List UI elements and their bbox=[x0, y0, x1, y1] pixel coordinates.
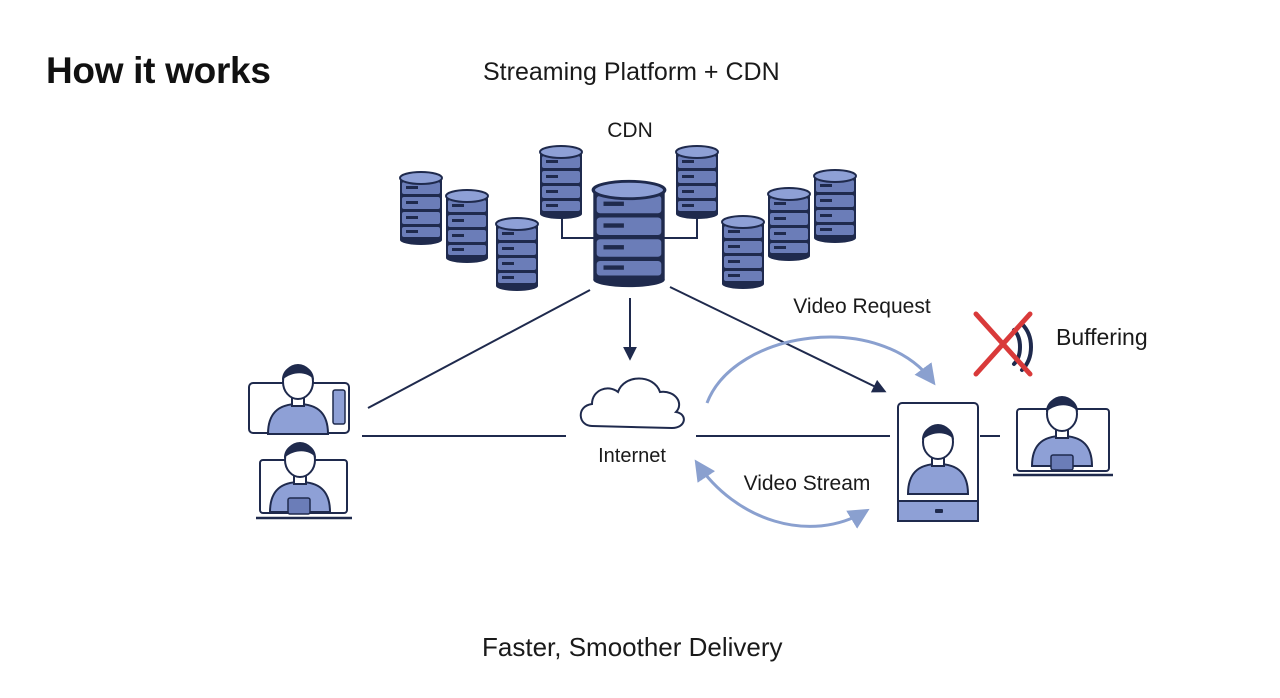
cdn-connector-lines bbox=[561, 210, 698, 239]
video-stream-label: Video Stream bbox=[744, 472, 871, 495]
cdn-label: CDN bbox=[607, 119, 653, 142]
right-user-tablet bbox=[897, 402, 979, 522]
no-signal-icon bbox=[973, 311, 1033, 377]
origin-server-icon bbox=[591, 179, 667, 289]
cloud-icon bbox=[579, 377, 685, 430]
server-icon bbox=[539, 145, 583, 220]
diagram-subtitle: Streaming Platform + CDN bbox=[483, 58, 780, 86]
left-user-laptop bbox=[256, 442, 352, 520]
server-icon bbox=[675, 145, 719, 220]
server-icon bbox=[495, 217, 539, 292]
left-user-phone bbox=[248, 364, 350, 435]
server-icon bbox=[399, 171, 443, 246]
page-title: How it works bbox=[46, 50, 271, 91]
cdn-to-right-user-arrow bbox=[669, 286, 887, 393]
server-icon bbox=[445, 189, 489, 264]
diagram-caption: Faster, Smoother Delivery bbox=[482, 632, 783, 662]
cdn-to-left-users-line bbox=[367, 289, 591, 409]
internet-label: Internet bbox=[598, 445, 666, 467]
server-icon bbox=[813, 169, 857, 244]
video-request-arc bbox=[705, 335, 936, 404]
server-icon bbox=[767, 187, 811, 262]
video-stream-arc bbox=[694, 459, 870, 529]
video-request-label: Video Request bbox=[793, 295, 931, 318]
cdn-server-cluster bbox=[399, 145, 857, 292]
buffering-label: Buffering bbox=[1056, 324, 1148, 350]
right-user-laptop bbox=[1013, 396, 1113, 477]
server-icon bbox=[721, 215, 765, 290]
